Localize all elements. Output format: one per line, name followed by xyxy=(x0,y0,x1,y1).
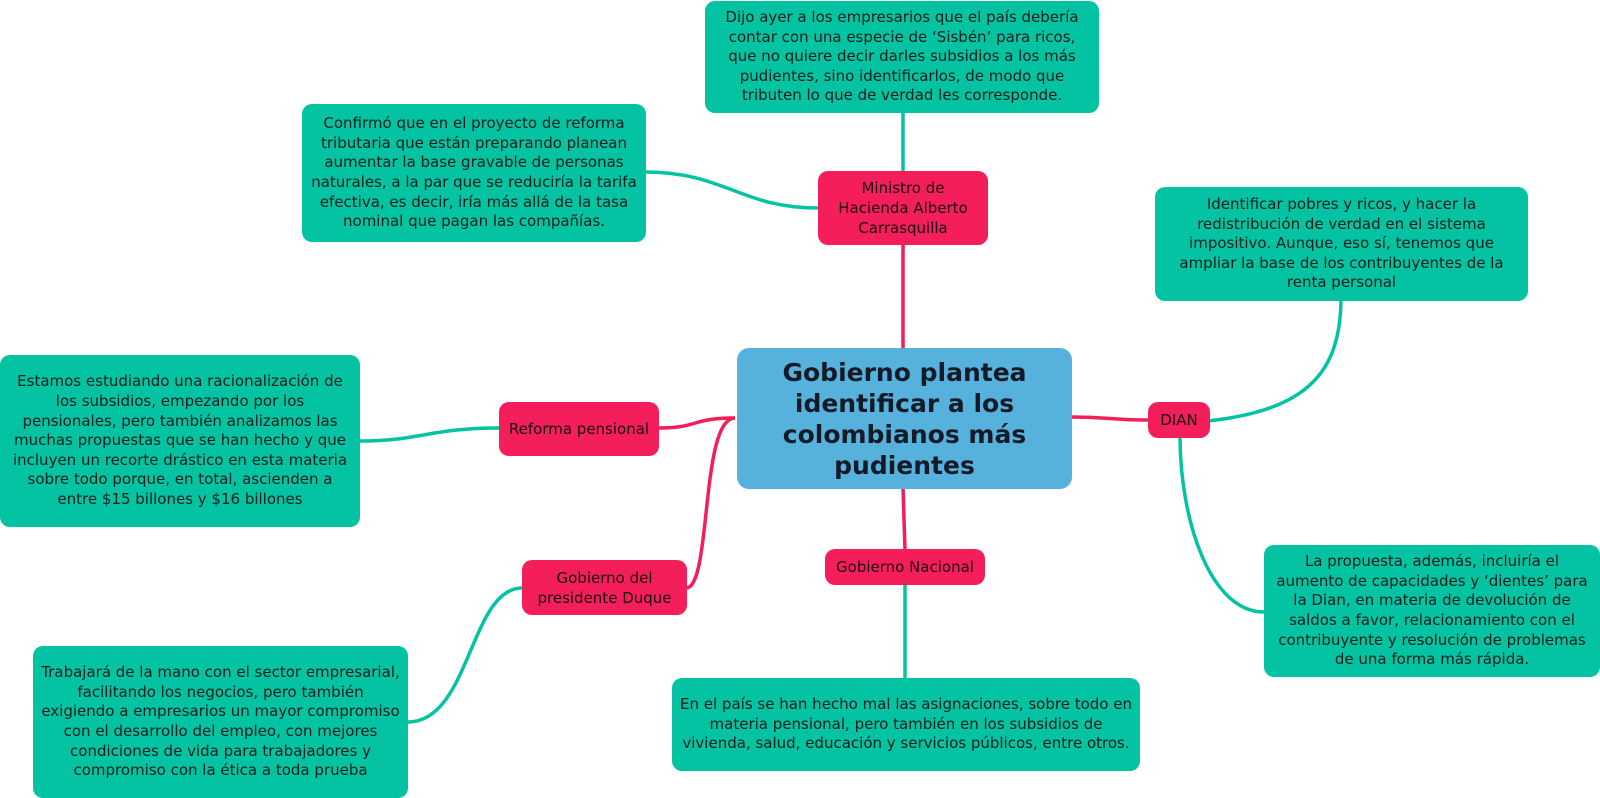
topic-gobierno-duque[interactable]: Gobierno del presidente Duque xyxy=(522,560,687,615)
topic-gobierno-nacional[interactable]: Gobierno Nacional xyxy=(825,549,985,585)
note-gobierno-nacional-text: En el país se han hecho mal las asignaci… xyxy=(680,695,1132,753)
link-dian-note-2 xyxy=(1178,435,1265,614)
note-gobierno-nacional[interactable]: En el país se han hecho mal las asignaci… xyxy=(672,678,1140,771)
note-reforma-pensional-text: Estamos estudiando una racionalización d… xyxy=(12,372,348,508)
topic-reforma-label: Reforma pensional xyxy=(508,420,650,438)
note-ministro-reforma-text: Confirmó que en el proyecto de reforma t… xyxy=(311,114,637,231)
link-ministro-note-2 xyxy=(644,170,819,210)
note-ministro-sisben[interactable]: Dijo ayer a los empresarios que el país … xyxy=(705,1,1099,113)
topic-ministro-label: Ministro de Hacienda Alberto Carrasquill… xyxy=(838,179,968,237)
note-ministro-reforma-tributaria[interactable]: Confirmó que en el proyecto de reforma t… xyxy=(302,104,646,242)
topic-duque-label: Gobierno del presidente Duque xyxy=(537,568,672,607)
note-dian-identificar-text: Identificar pobres y ricos, y hacer la r… xyxy=(1179,195,1504,292)
topic-dian-label: DIAN xyxy=(1160,411,1198,429)
note-dian-propuesta[interactable]: La propuesta, además, incluiría el aumen… xyxy=(1264,545,1600,677)
note-dian-propuesta-text: La propuesta, además, incluiría el aumen… xyxy=(1276,552,1588,669)
note-reforma-pensional[interactable]: Estamos estudiando una racionalización d… xyxy=(0,355,360,527)
link-central-nacional xyxy=(901,487,907,551)
central-topic-text: Gobierno plantea identificar a los colom… xyxy=(782,357,1027,480)
central-topic[interactable]: Gobierno plantea identificar a los colom… xyxy=(737,348,1072,489)
link-central-reforma xyxy=(657,416,736,430)
topic-dian[interactable]: DIAN xyxy=(1148,402,1210,438)
link-central-dian xyxy=(1071,415,1149,422)
link-duque-note xyxy=(407,586,523,724)
topic-reforma-pensional[interactable]: Reforma pensional xyxy=(499,402,659,456)
topic-ministro[interactable]: Ministro de Hacienda Alberto Carrasquill… xyxy=(818,171,988,245)
note-gobierno-duque[interactable]: Trabajará de la mano con el sector empre… xyxy=(33,646,408,798)
link-reforma-note xyxy=(359,426,500,443)
topic-nacional-label: Gobierno Nacional xyxy=(836,558,974,576)
note-dian-identificar[interactable]: Identificar pobres y ricos, y hacer la r… xyxy=(1155,187,1528,301)
note-gobierno-duque-text: Trabajará de la mano con el sector empre… xyxy=(41,663,400,780)
link-dian-note-1 xyxy=(1207,299,1343,423)
link-central-duque xyxy=(685,416,736,590)
note-ministro-sisben-text: Dijo ayer a los empresarios que el país … xyxy=(725,8,1079,105)
